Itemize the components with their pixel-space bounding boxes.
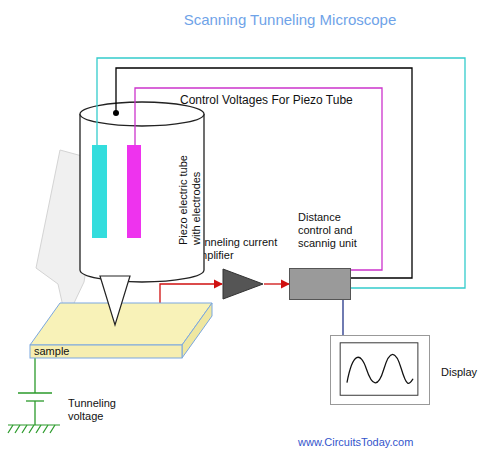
amplifier-triangle-outline: [222, 268, 264, 300]
signal-wire: [342, 300, 343, 335]
ground-symbol: [8, 425, 60, 433]
display-box-outline: [331, 336, 429, 404]
node-label: Tunneling current amplifier: [192, 236, 302, 262]
amplifier-triangle: Tunneling current amplifier: [222, 268, 264, 300]
watermark: www.CircuitsToday.com: [298, 436, 413, 449]
piezo-tube: Piezo electric tube with electrodes: [78, 100, 208, 327]
node-label: sample: [34, 345, 69, 358]
node-label: Piezo electric tube with electrodes: [177, 135, 203, 245]
display-box: Display: [330, 335, 430, 405]
node-label: Distance control and scannig unit: [298, 211, 376, 250]
wire-label: Control Voltages For Piezo Tube: [178, 93, 355, 107]
diagram-title: Scanning Tunneling Microscope: [140, 11, 440, 29]
signal-wire: [264, 283, 289, 284]
signal-wire: [118, 284, 222, 305]
control-unit-box: Distance control and scannig unit: [289, 268, 351, 300]
voltage-label: Tunneling voltage: [68, 397, 140, 423]
battery-symbol: [18, 358, 52, 425]
node-label: Display: [441, 366, 477, 379]
